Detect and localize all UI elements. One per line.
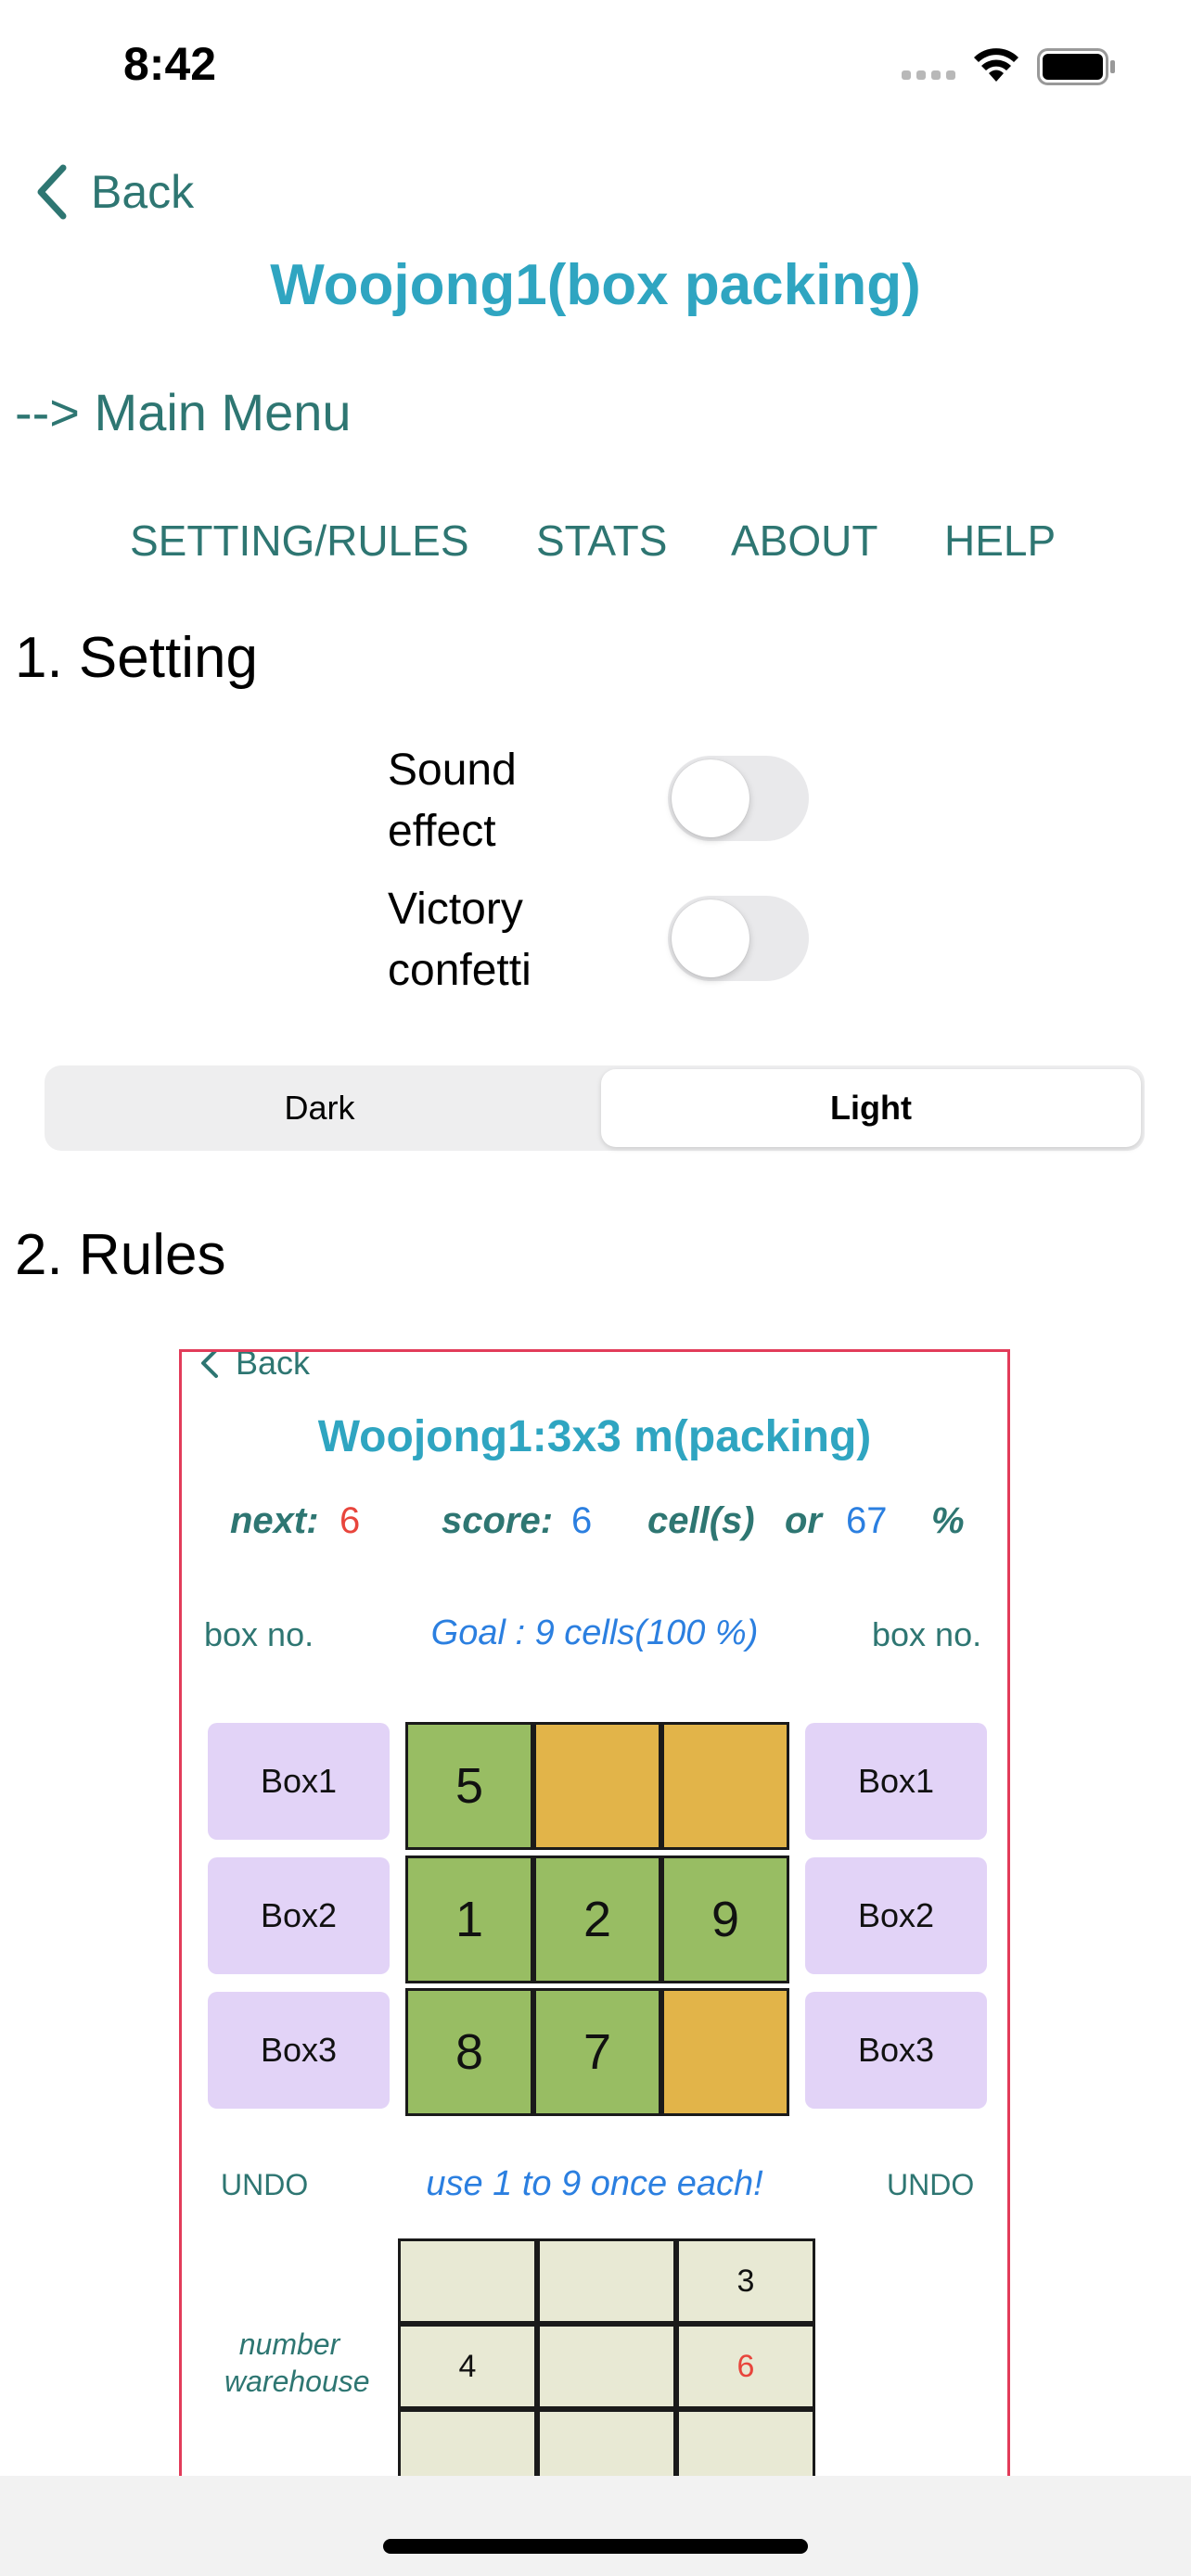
grid-cell-1-3[interactable] (661, 1722, 789, 1850)
cells-label: cell(s) (647, 1500, 755, 1541)
preview-back-button: Back (198, 1349, 311, 1384)
grid-cell-1-1[interactable]: 5 (405, 1722, 533, 1850)
box-button-right-2[interactable]: Box2 (805, 1857, 987, 1974)
hint-text: use 1 to 9 once each! (426, 2164, 763, 2203)
score-label: score: (442, 1500, 554, 1541)
box-button-right-1[interactable]: Box1 (805, 1723, 987, 1840)
tab-stats[interactable]: STATS (536, 516, 668, 565)
preview-back-label: Back (236, 1349, 311, 1382)
cellular-signal-icon (902, 67, 957, 80)
battery-icon (1037, 48, 1117, 85)
warehouse-cell-1-2[interactable] (537, 2238, 676, 2324)
box-button-left-1[interactable]: Box1 (208, 1723, 390, 1840)
undo-right-button[interactable]: UNDO (887, 2168, 975, 2201)
percent-value: 67 (846, 1500, 888, 1541)
grid-cell-2-3[interactable]: 9 (661, 1855, 789, 1983)
theme-light-option[interactable]: Light (601, 1069, 1141, 1147)
toggle-knob (672, 899, 749, 977)
chevron-left-icon (33, 164, 70, 220)
warehouse-cell-2-3[interactable]: 6 (676, 2324, 815, 2409)
chevron-left-icon (198, 1352, 221, 1379)
box-no-left-label: box no. (204, 1615, 314, 1653)
box-button-left-3[interactable]: Box3 (208, 1992, 390, 2109)
back-label: Back (91, 166, 195, 218)
box-button-left-2[interactable]: Box2 (208, 1857, 390, 1974)
next-label: next: (230, 1500, 319, 1541)
rules-heading: 2. Rules (15, 1223, 226, 1287)
grid-cell-3-3[interactable] (661, 1988, 789, 2116)
main-menu-link[interactable]: --> Main Menu (15, 383, 352, 441)
sound-effect-label: Sound effect (388, 746, 517, 856)
next-value: 6 (339, 1500, 361, 1541)
page-title: Woojong1(box packing) (270, 253, 921, 317)
warehouse-cell-1-1[interactable] (398, 2238, 537, 2324)
grid-cell-2-2[interactable]: 2 (533, 1855, 661, 1983)
box-button-right-3[interactable]: Box3 (805, 1992, 987, 2109)
sound-effect-toggle[interactable] (668, 756, 809, 841)
grid-cell-3-1[interactable]: 8 (405, 1988, 533, 2116)
rules-preview-frame: Back Woojong1:3x3 m(packing) next: 6 sco… (179, 1349, 1010, 2576)
back-button[interactable]: Back (33, 159, 194, 224)
tab-help[interactable]: HELP (944, 516, 1057, 565)
warehouse-label: number warehouse (224, 2327, 370, 2398)
victory-confetti-toggle[interactable] (668, 896, 809, 981)
preview-title: Woojong1:3x3 m(packing) (317, 1412, 872, 1461)
setting-heading: 1. Setting (15, 626, 258, 690)
warehouse-cell-2-2[interactable] (537, 2324, 676, 2409)
wifi-icon (972, 46, 1020, 83)
victory-confetti-label: Victory confetti (388, 885, 531, 995)
home-indicator-area (0, 2476, 1191, 2576)
grid-cell-1-2[interactable] (533, 1722, 661, 1850)
warehouse-cell-2-1[interactable]: 4 (398, 2324, 537, 2409)
box-no-right-label: box no. (872, 1615, 982, 1653)
grid-cell-3-2[interactable]: 7 (533, 1988, 661, 2116)
goal-text: Goal : 9 cells(100 %) (430, 1613, 759, 1652)
tab-about[interactable]: ABOUT (731, 516, 878, 565)
theme-segmented-control: Dark Light (45, 1065, 1145, 1151)
tab-setting-rules[interactable]: SETTING/RULES (130, 516, 469, 565)
theme-dark-option[interactable]: Dark (284, 1089, 355, 1127)
score-value: 6 (571, 1500, 593, 1541)
home-indicator[interactable] (383, 2539, 808, 2554)
undo-left-button[interactable]: UNDO (221, 2168, 309, 2201)
grid-cell-2-1[interactable]: 1 (405, 1855, 533, 1983)
status-time: 8:42 (123, 38, 217, 90)
toggle-knob (672, 759, 749, 837)
warehouse-cell-1-3[interactable]: 3 (676, 2238, 815, 2324)
percent-sign: % (931, 1500, 965, 1541)
or-label: or (785, 1500, 822, 1541)
